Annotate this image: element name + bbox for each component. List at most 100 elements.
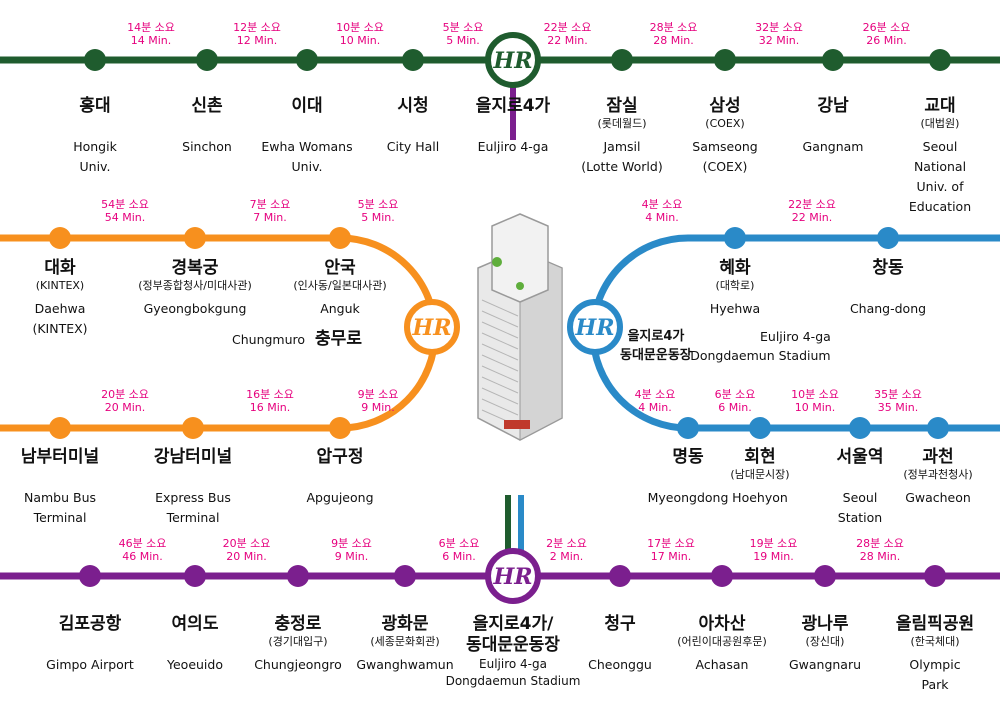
purple-station-5-ko: 청구 — [604, 614, 636, 634]
blue-station-dot — [877, 227, 899, 249]
blue-lower-station-0-ko: 명동 — [672, 447, 704, 467]
orange-upper-station-0-sub: (KINTEX) — [35, 279, 85, 292]
hub-blue-logo: HR — [574, 315, 614, 341]
green-station-2-ko: 이대 — [291, 96, 323, 116]
blue-station-dot — [677, 417, 699, 439]
green-station-dot — [402, 49, 424, 71]
orange-station-dot — [49, 417, 71, 439]
green-station-dot — [822, 49, 844, 71]
hub-purple-logo: HR — [492, 564, 532, 590]
building-floor-line — [481, 354, 519, 372]
orange-lower-time-2-ko: 9분 소요 — [357, 388, 399, 401]
purple-station-7-en: Gwangnaru — [788, 657, 862, 672]
green-station-3-en: City Hall — [386, 139, 440, 154]
green-station-3: 시청 City Hall — [387, 96, 439, 157]
blue-lower-station-2-en: Seoul Station — [837, 490, 883, 525]
orange-lower-station-1-ko: 강남터미널 — [153, 447, 233, 467]
green-station-0-en: Hongik Univ. — [73, 139, 117, 174]
blue-station-dot — [927, 417, 949, 439]
purple-station-5: 청구 Cheonggu — [588, 614, 652, 675]
blue-lower-station-1-sub: (남대문시장) — [730, 468, 790, 481]
purple-time-7-ko: 28분 소요 — [856, 537, 904, 550]
hub-orange-logo: HR — [411, 315, 451, 341]
green-time-1-ko: 12분 소요 — [233, 21, 281, 34]
blue-station-dot — [724, 227, 746, 249]
blue-upper-station-0-en: Hyehwa — [709, 301, 761, 316]
purple-station-6-ko: 아차산 — [698, 614, 746, 634]
orange-upper-time-0-ko: 54분 소요 — [101, 198, 149, 211]
green-time-0-en: 14 Min. — [130, 34, 172, 47]
building-floor-line — [481, 299, 519, 317]
building-floor-line — [481, 365, 519, 383]
purple-station-8-ko: 올림픽공원 — [895, 614, 975, 634]
blue-upper-station-0-ko: 혜화 — [719, 258, 751, 278]
purple-station-1: 여의도 Yeoeuido — [167, 614, 223, 675]
blue-lower-time-2-en: 10 Min. — [794, 401, 836, 414]
green-station-0-ko: 홍대 — [79, 96, 111, 116]
building-tower — [491, 213, 549, 303]
blue-lower-time-1-en: 6 Min. — [718, 401, 752, 414]
green-station-4-en: Euljiro 4-ga — [477, 139, 549, 154]
orange-upper-station-2-en: Anguk — [320, 301, 360, 316]
hub-blue — [567, 299, 623, 355]
purple-station-2-ko: 충정로 — [274, 614, 322, 634]
orange-lower-station-1-en: Express Bus Terminal — [155, 490, 231, 525]
orange-upper-station-0-en: Daehwa (KINTEX) — [32, 301, 88, 336]
green-station-6-ko: 삼성 — [709, 96, 741, 116]
orange-upper-time-1-ko: 7분 소요 — [249, 198, 291, 211]
purple-station-5-en: Cheonggu — [588, 657, 652, 672]
blue-upper-time-1-ko: 22분 소요 — [788, 198, 836, 211]
green-station-1-ko: 신촌 — [191, 96, 223, 116]
green-station-5-sub: (롯데월드) — [597, 117, 647, 130]
orange-lower-time-1-ko: 16분 소요 — [246, 388, 294, 401]
green-station-2-en: Ewha Womans Univ. — [261, 139, 353, 174]
building-floor-line — [481, 387, 519, 405]
green-station-8-en: Seoul National Univ. of Education — [908, 139, 972, 214]
orange-station-dot — [49, 227, 71, 249]
blue-lower-time-1-ko: 6분 소요 — [714, 388, 756, 401]
purple-station-6: 아차산(어린이대공원후문)Achasan — [677, 614, 767, 675]
purple-station-2-en: Chungjeongro — [254, 657, 342, 672]
purple-station-6-en: Achasan — [695, 657, 749, 672]
green-station-3-ko: 시청 — [397, 96, 429, 116]
orange-lower-station-0-en: Nambu Bus Terminal — [23, 490, 97, 525]
purple-station-1-ko: 여의도 — [171, 614, 219, 634]
green-station-6: 삼성(COEX)Samseong (COEX) — [692, 96, 757, 177]
building-floor-line — [481, 310, 519, 328]
blue-lower-time-2-ko: 10분 소요 — [791, 388, 839, 401]
purple-station-3-sub: (세종문화회관) — [370, 635, 440, 648]
orange-lower-time-0-ko: 20분 소요 — [101, 388, 149, 401]
purple-station-3: 광화문(세종문화회관)Gwanghwamun — [356, 614, 453, 675]
green-station-0: 홍대 Hongik Univ. — [73, 96, 117, 177]
orange-upper-station-2-ko: 안국 — [324, 258, 356, 278]
green-station-7-en: Gangnam — [802, 139, 864, 154]
purple-station-8: 올림픽공원(한국체대)Olympic Park — [896, 614, 974, 695]
orange-station-dot — [184, 227, 206, 249]
blue-lower-time-0-ko: 4분 소요 — [634, 388, 676, 401]
blue-lower-station-1-ko: 회현 — [744, 447, 776, 467]
green-station-1-en: Sinchon — [182, 139, 232, 154]
green-time-4-ko: 22분 소요 — [543, 21, 592, 34]
orange-upper-station-2-sub: (인사동/일본대사관) — [293, 279, 387, 292]
purple-station-1-en: Yeoeuido — [167, 657, 223, 672]
blue-upper-station-0-sub: (대학로) — [715, 279, 755, 292]
green-station-dot — [296, 49, 318, 71]
blue-hub-en-1: Euljiro 4-ga — [760, 329, 831, 344]
purple-station-7: 광나루(장신대)Gwangnaru — [789, 614, 861, 675]
blue-upper-time-0-ko: 4분 소요 — [641, 198, 683, 211]
